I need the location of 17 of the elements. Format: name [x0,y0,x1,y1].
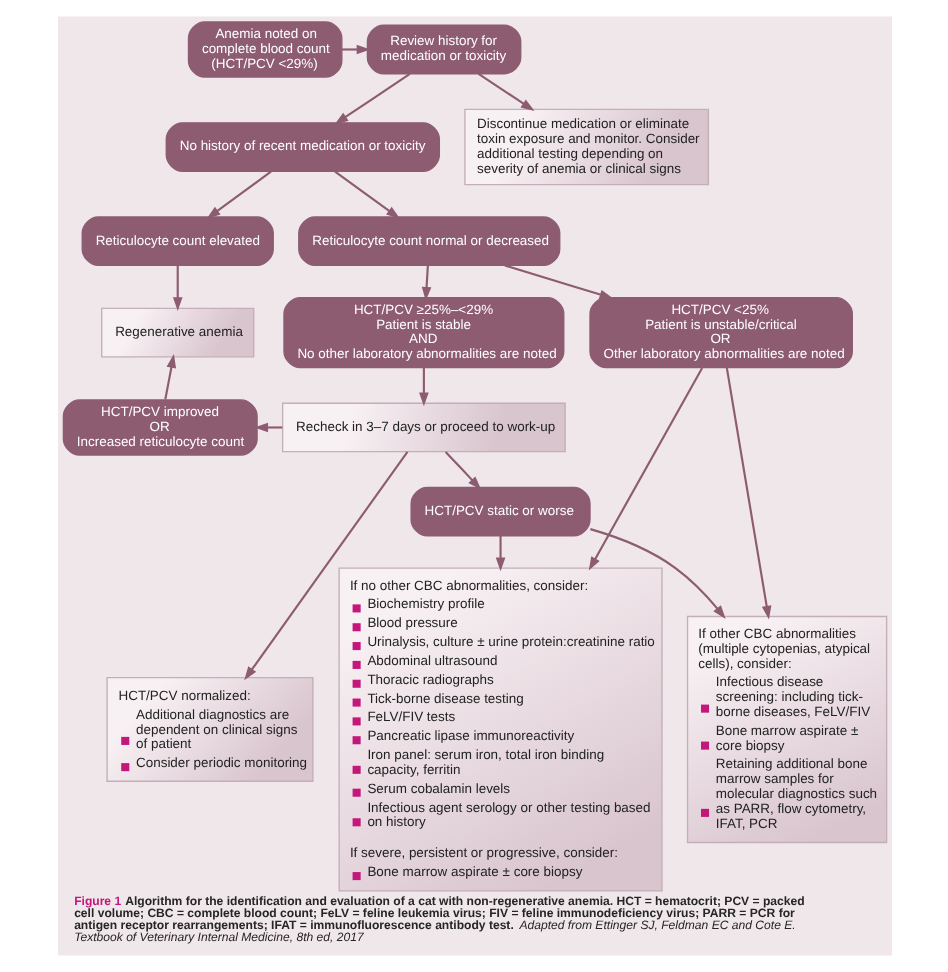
arrow [587,367,703,571]
arrow [171,265,182,312]
arrow [420,265,431,301]
arrow [333,72,410,125]
arrow [418,367,428,407]
arrow [443,451,481,490]
arrow [724,367,771,620]
arrow [243,451,408,681]
arrow [341,44,370,55]
arrow [253,422,282,433]
arrow [163,354,176,400]
arrow [205,170,271,219]
arrow [333,170,399,219]
arrow [503,264,613,300]
arrow [477,72,534,112]
arrow [589,528,725,619]
arrow [494,535,505,572]
